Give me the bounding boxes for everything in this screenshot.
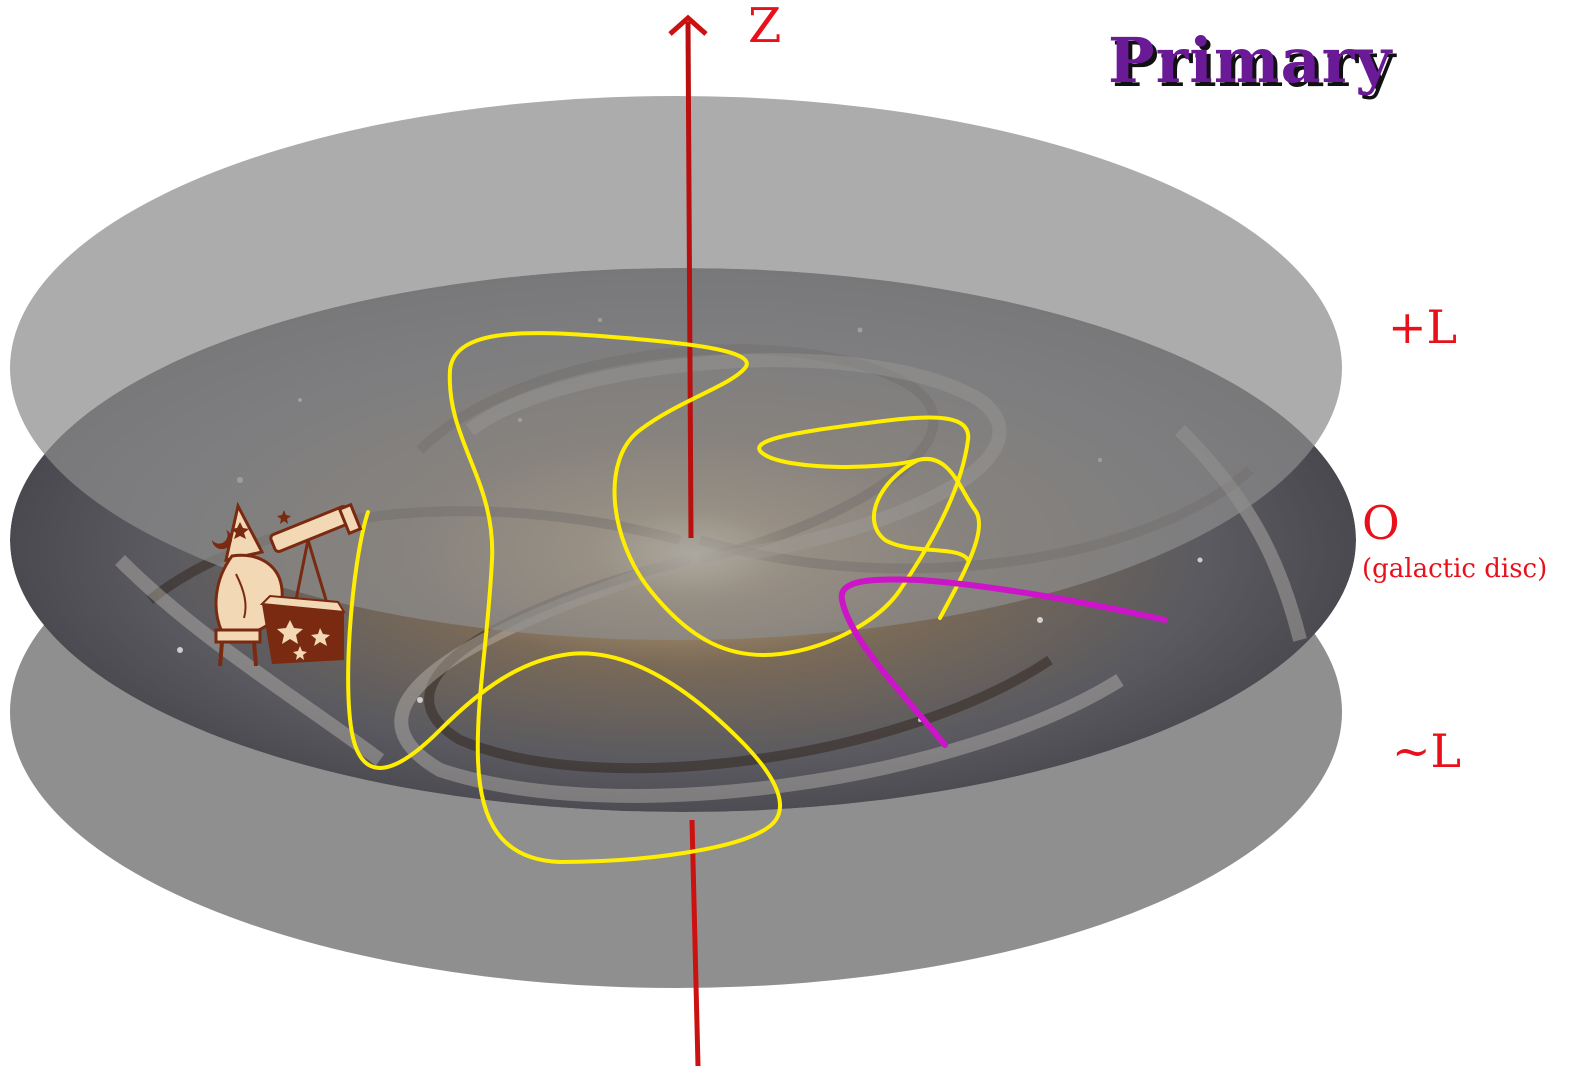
primary-trajectory: [346, 331, 982, 864]
upper-layer-label: +L: [1388, 300, 1458, 354]
secondary-trajectory: [838, 576, 1168, 748]
z-axis-arrowhead: [668, 14, 708, 36]
upper-slab: [10, 96, 1342, 640]
lower-layer-label: ~L: [1392, 724, 1462, 778]
z-axis-label: Z: [748, 0, 782, 54]
z-axis-lower: [689, 819, 701, 1067]
z-axis-upper: [685, 21, 694, 539]
astronomer-with-telescope-icon: [212, 501, 363, 667]
origin-label: O: [1362, 496, 1400, 550]
primary-trajectory-branch: [872, 458, 970, 562]
galactic-disc-note: (galactic disc): [1362, 554, 1548, 584]
diagram-title: Primary: [1108, 24, 1393, 97]
